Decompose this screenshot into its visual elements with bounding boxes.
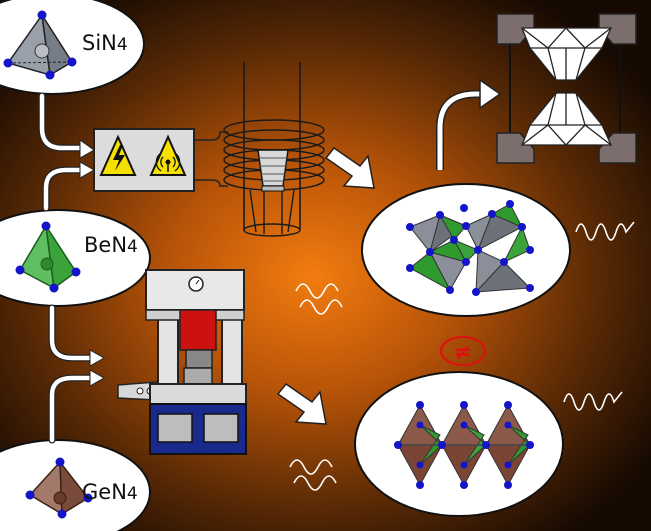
ben4-label: BeN4 [84,233,138,257]
precursor-sin4: SiN4 [0,0,145,95]
radiation-warning-icon [149,134,187,176]
furnace-to-product-arrow [324,146,375,189]
lower-diamond [521,92,613,146]
press-to-product-arrow [276,382,327,425]
product-structure-ge-be [354,371,564,517]
induction-furnace-icon [223,62,325,237]
sin4-label: SiN4 [82,31,128,55]
precursor-arrows [38,92,106,444]
to-diamond-anvil-arrow [479,78,502,110]
sin4-tetrahedron-icon [3,10,77,80]
ge-be-framework [397,403,531,487]
precursor-gen4: GeN4 [0,439,151,531]
diamond-anvil-cell-icon [496,13,637,164]
gen4-tetrahedron-icon [25,457,93,519]
upper-diamond [521,27,613,81]
ben4-tetrahedron-icon [15,221,81,293]
not-equal-glyph: ≠ [454,340,472,365]
squiggle-wave-icon [289,221,635,491]
crucible [257,149,289,192]
not-equal-symbol: ≠ [440,336,486,366]
gen4-label: GeN4 [82,480,138,504]
precursor-ben4: BeN4 [0,209,151,307]
high-voltage-warning-icon [99,134,137,176]
hydraulic-cylinder [179,309,217,351]
process-arrows [276,78,502,425]
si-be-nitrogen-atoms [406,200,534,296]
power-cables [194,131,228,187]
multi-anvil-press-icon [117,269,247,455]
ge-be-nitrogen-atoms [394,401,534,489]
si-be-framework [409,203,532,294]
induction-power-supply [93,128,195,192]
product-structure-si-be [361,183,571,317]
